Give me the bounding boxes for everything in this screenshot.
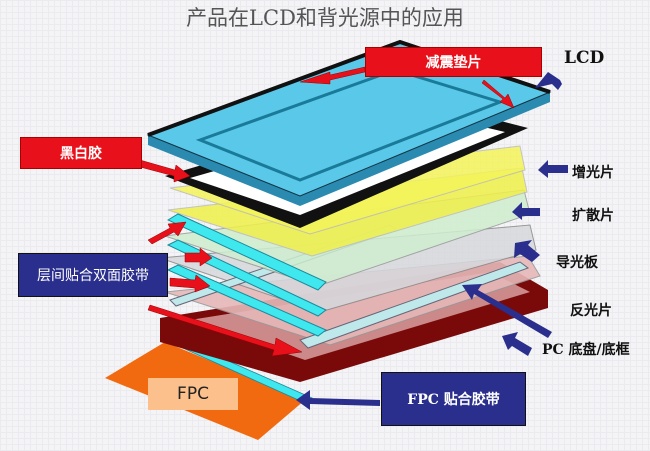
interlayer-tape-3	[166, 264, 327, 337]
callout-shock-pad: 减震垫片	[365, 47, 542, 77]
red-arrows	[139, 66, 515, 357]
label-brightness: 增光片	[572, 165, 614, 181]
blue-arrows	[296, 72, 568, 410]
callout-fpc-tape: FPC 贴合胶带	[381, 372, 526, 426]
interlayer-tape-1	[166, 213, 327, 291]
callout-fpc: FPC	[148, 378, 238, 410]
callout-black-white-tape: 黑白胶	[20, 137, 142, 169]
reflector-edge-tape	[299, 261, 530, 349]
lcd-panel-side	[148, 92, 550, 206]
label-light-guide: 导光板	[556, 255, 598, 271]
label-diffuser: 扩散片	[572, 208, 614, 224]
label-frame: PC 底盘/底框	[542, 342, 630, 358]
diagram-title: 产品在LCD和背光源中的应用	[186, 6, 464, 30]
label-lcd: LCD	[564, 48, 605, 68]
callout-interlayer-tape: 层间贴合双面胶带	[18, 253, 168, 297]
label-reflector: 反光片	[570, 303, 612, 319]
